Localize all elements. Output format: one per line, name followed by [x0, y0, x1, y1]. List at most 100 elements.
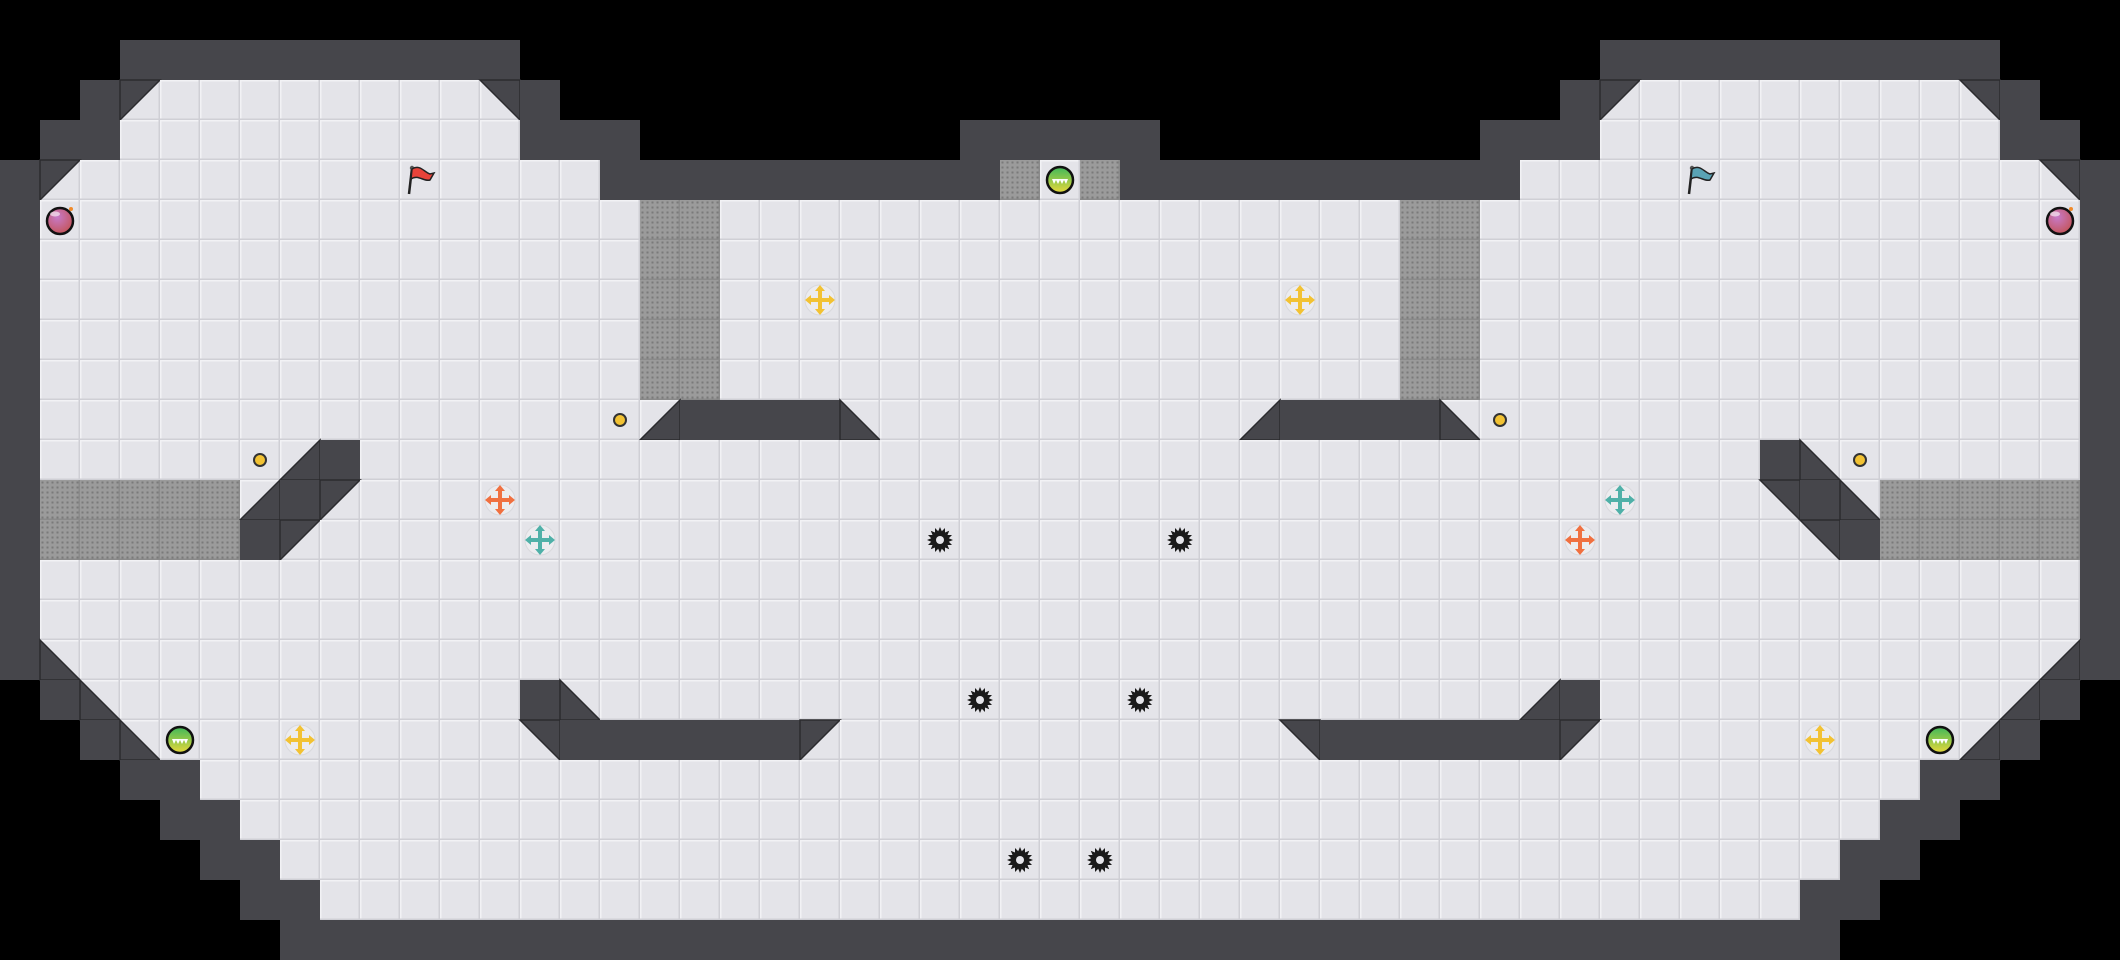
floor-tile	[1320, 240, 1360, 280]
floor-tile	[1760, 360, 1800, 400]
wall-tile	[40, 120, 80, 160]
wall-tile	[2080, 160, 2120, 200]
floor-tile	[1480, 200, 1520, 240]
floor-tile	[1560, 280, 1600, 320]
floor-tile	[1360, 200, 1400, 240]
floor-tile	[1720, 800, 1760, 840]
floor-tile	[1400, 800, 1440, 840]
floor-tile	[1240, 840, 1280, 880]
floor-tile	[1400, 880, 1440, 920]
floor-tile	[1200, 840, 1240, 880]
floor-tile	[720, 480, 760, 520]
floor-tile	[1320, 360, 1360, 400]
wall-tile	[600, 160, 640, 200]
floor-tile	[520, 200, 560, 240]
floor-tile	[960, 760, 1000, 800]
spike-icon	[1000, 840, 1040, 880]
wall-tile	[2040, 680, 2080, 720]
floor-tile	[1880, 360, 1920, 400]
floor-tile	[1320, 560, 1360, 600]
floor-tile	[1160, 360, 1200, 400]
wall-tile	[920, 160, 960, 200]
floor-tile	[1880, 400, 1920, 440]
wall-tile	[480, 40, 520, 80]
floor-tile	[1960, 320, 2000, 360]
floor-tile	[1200, 280, 1240, 320]
floor-tile	[320, 200, 360, 240]
floor-tile	[1720, 360, 1760, 400]
floor-tile	[200, 760, 240, 800]
wall-tile	[560, 720, 600, 760]
wall-tile	[2080, 360, 2120, 400]
floor-tile	[1800, 680, 1840, 720]
wall-tile	[1360, 160, 1400, 200]
spike-icon	[1160, 520, 1200, 560]
floor-tile	[1800, 800, 1840, 840]
floor-tile	[320, 120, 360, 160]
floor-tile	[160, 120, 200, 160]
floor-tile	[1560, 640, 1600, 680]
floor-tile	[880, 400, 920, 440]
floor-tile	[1560, 400, 1600, 440]
wall-tile	[2080, 200, 2120, 240]
floor-tile	[2040, 600, 2080, 640]
floor-tile	[440, 680, 480, 720]
floor-tile	[1480, 520, 1520, 560]
floor-tile	[840, 360, 880, 400]
floor-tile	[440, 320, 480, 360]
wall-tile	[520, 920, 560, 960]
floor-tile	[1560, 440, 1600, 480]
floor-tile	[1680, 160, 1720, 200]
floor-tile	[800, 200, 840, 240]
floor-tile	[600, 480, 640, 520]
spike-icon	[960, 680, 1000, 720]
floor-tile	[1840, 120, 1880, 160]
floor-tile	[880, 880, 920, 920]
wall-tile	[520, 120, 560, 160]
wall-tile	[1360, 720, 1400, 760]
floor-tile	[880, 520, 920, 560]
floor-tile	[360, 880, 400, 920]
floor-tile	[520, 240, 560, 280]
floor-tile	[1480, 560, 1520, 600]
floor-tile	[1280, 200, 1320, 240]
floor-tile	[400, 840, 440, 880]
floor-tile	[1640, 400, 1680, 440]
floor-tile	[1480, 320, 1520, 360]
floor-tile	[1760, 520, 1800, 560]
floor-tile	[2000, 640, 2040, 680]
floor-tile	[640, 800, 680, 840]
floor-tile	[1280, 520, 1320, 560]
floor-tile	[200, 160, 240, 200]
wall-tile	[1920, 800, 1960, 840]
floor-tile	[1400, 640, 1440, 680]
floor-tile	[480, 360, 520, 400]
floor-tile	[680, 640, 720, 680]
floor-tile	[1040, 280, 1080, 320]
wall-tile	[760, 720, 800, 760]
floor-tile	[1520, 880, 1560, 920]
floor-tile	[720, 840, 760, 880]
wall-tile	[2080, 400, 2120, 440]
floor-tile	[880, 480, 920, 520]
floor-tile	[400, 560, 440, 600]
floor-tile	[1840, 720, 1880, 760]
floor-tile	[320, 240, 360, 280]
floor-tile	[1640, 640, 1680, 680]
floor-tile	[280, 80, 320, 120]
floor-tile	[520, 320, 560, 360]
floor-tile	[880, 560, 920, 600]
wall-tile	[0, 280, 40, 320]
floor-tile	[1040, 520, 1080, 560]
floor-tile	[1160, 560, 1200, 600]
floor-tile	[1600, 800, 1640, 840]
wall-tile	[0, 160, 40, 200]
floor-tile	[560, 200, 600, 240]
floor-tile	[1000, 560, 1040, 600]
wall-tile	[1960, 40, 2000, 80]
floor-tile	[480, 200, 520, 240]
floor-tile	[1920, 560, 1960, 600]
floor-tile	[440, 120, 480, 160]
floor-tile	[80, 440, 120, 480]
floor-tile	[1360, 640, 1400, 680]
